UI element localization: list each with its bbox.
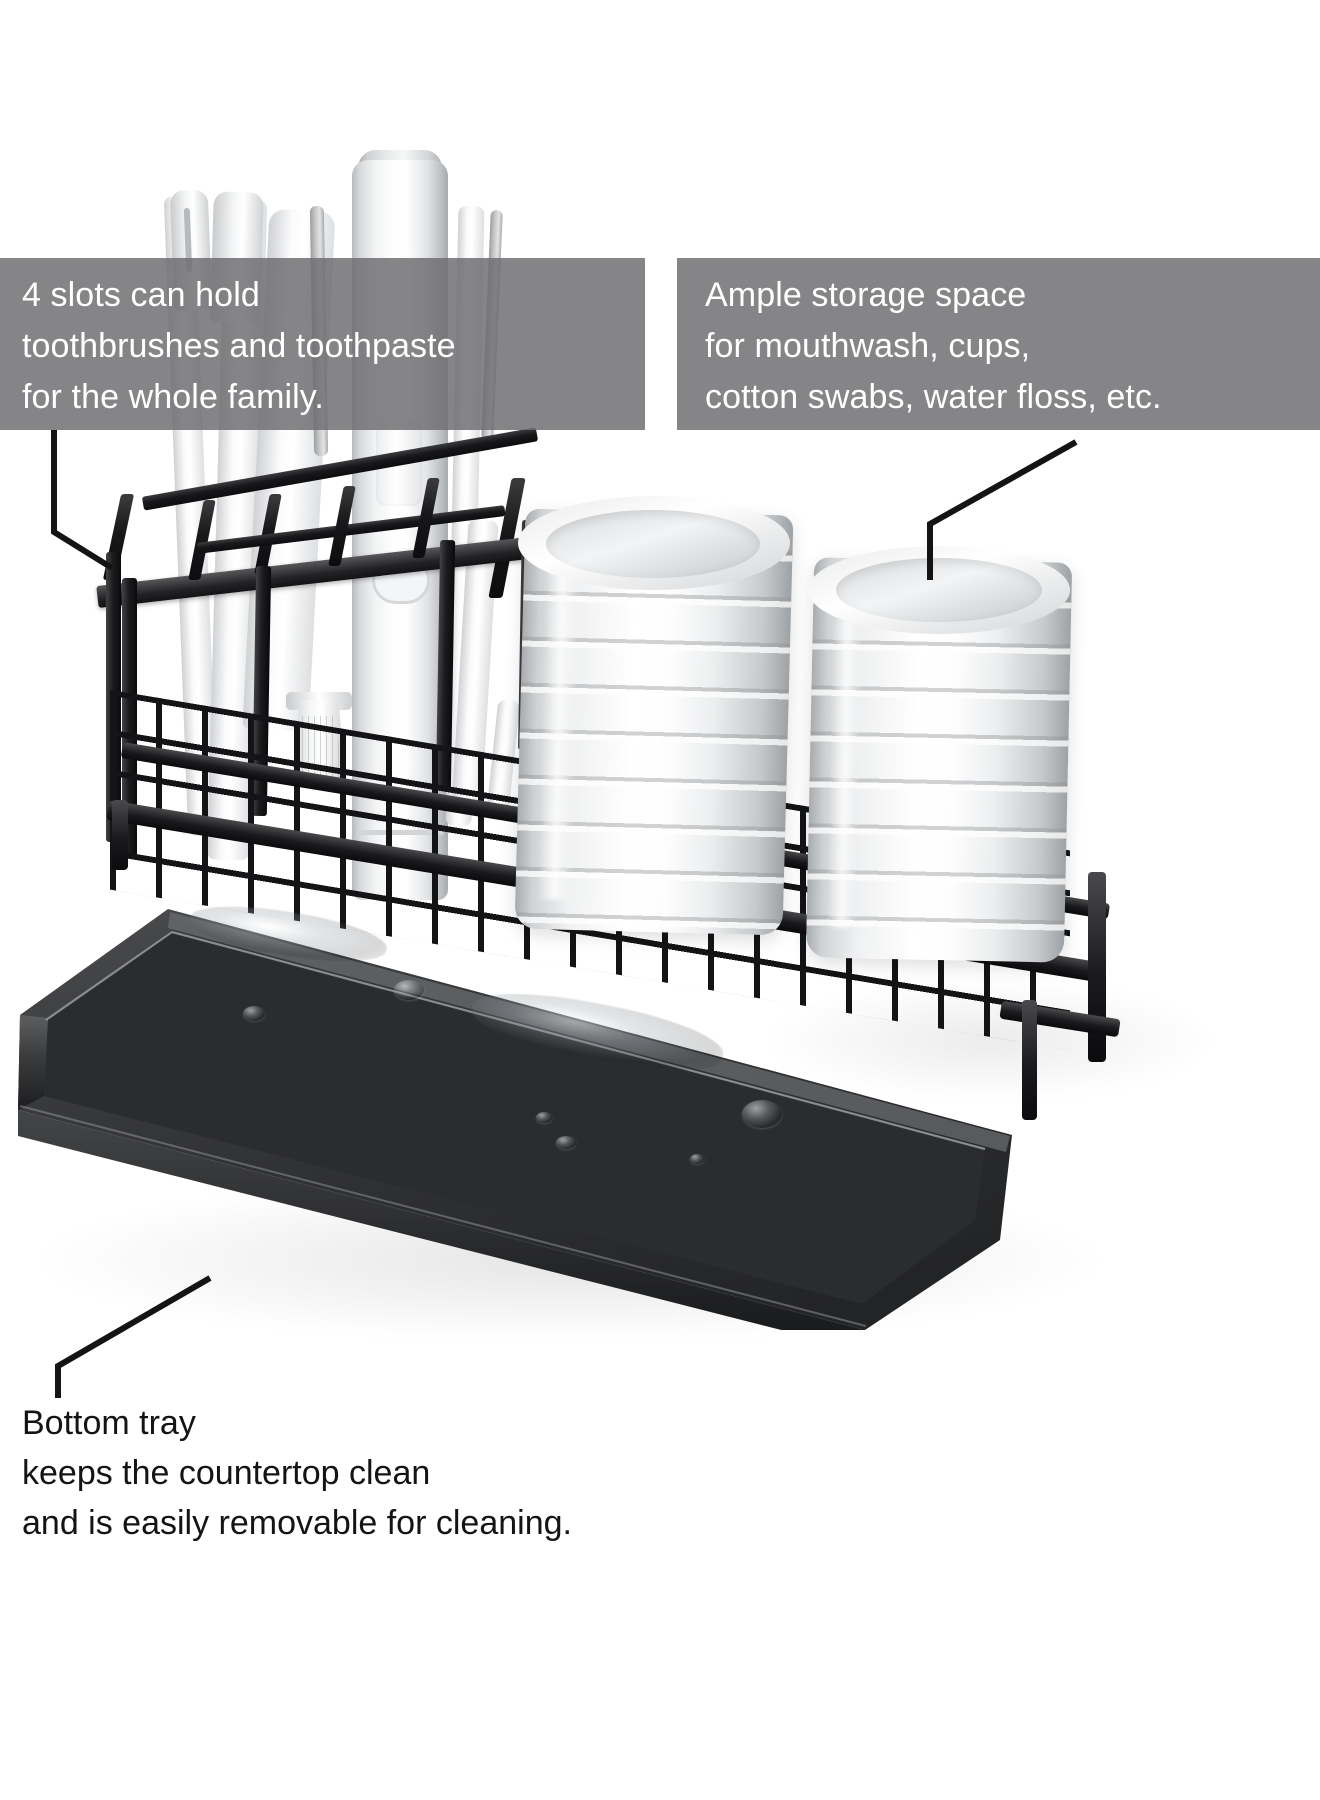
cup-front-rim-inner [546,510,760,578]
cup-back-rim-inner [836,558,1042,622]
callout-top-right-line-1: Ample storage space [705,276,1027,314]
callout-top-left-line-3: for the whole family. [22,378,324,416]
water-droplet-1 [394,980,424,1000]
water-droplet-5 [556,1136,576,1149]
leader-line-top-right [927,439,1078,580]
callout-bottom-left-line-3: and is easily removable for cleaning. [22,1504,572,1542]
water-droplet-3 [742,1100,782,1128]
water-droplet-6 [690,1154,704,1164]
callout-top-left-line-1: 4 slots can hold [22,276,260,314]
callout-top-right-line-3: cotton swabs, water floss, etc. [705,378,1162,416]
shelf-rail-left-end [112,800,128,870]
water-droplet-4 [536,1112,552,1123]
callout-top-left: 4 slots can hold toothbrushes and toothp… [0,258,645,430]
callout-top-right: Ample storage space for mouthwash, cups,… [677,258,1320,430]
callout-bottom-left: Bottom tray keeps the countertop clean a… [22,1398,722,1548]
callout-top-right-line-2: for mouthwash, cups, [705,327,1031,365]
callout-top-left-line-2: toothbrushes and toothpaste [22,327,456,365]
tray-body [18,909,1012,1352]
shelf-leg-right-rear [1022,1000,1037,1120]
water-droplet-2 [243,1006,265,1021]
leader-line-bottom-left [55,1275,212,1398]
leader-line-top-left [51,430,114,571]
callout-bottom-left-line-1: Bottom tray [22,1404,196,1442]
callout-bottom-left-line-2: keeps the countertop clean [22,1454,431,1492]
bottom-tray [0,896,1060,1352]
